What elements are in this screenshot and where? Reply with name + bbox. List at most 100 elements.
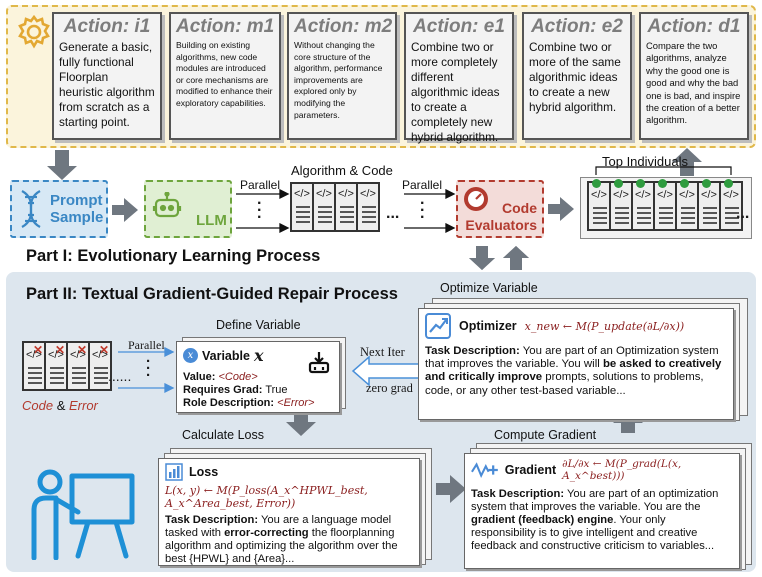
action-card-m1: Action: m1 Building on existing algorith…: [169, 12, 281, 140]
code-file-icon: </>: [356, 182, 380, 232]
gradient-formula: ∂L/∂x ← M(P_grad(L(x, A_x^best))): [562, 458, 682, 482]
compute-gradient-label: Compute Gradient: [494, 428, 597, 442]
action-text: Building on existing algorithms, new cod…: [176, 40, 273, 108]
loss-formula: L(x, y) ← M(P_loss(A_x^HPWL_best, A_x^Ar…: [165, 484, 368, 510]
part2-title: Part II: Textual Gradient-Guided Repair …: [26, 285, 398, 303]
ellipsis: ......: [108, 368, 132, 384]
action-text: Combine two or more of the same algorith…: [529, 40, 621, 114]
amp-caption: &: [56, 398, 66, 413]
define-variable-label: Define Variable: [216, 318, 301, 332]
optimizer-head: Optimizer: [459, 319, 517, 333]
optimizer-task-bold: be asked to creatively and critically im…: [425, 358, 722, 384]
dna-icon: [21, 190, 41, 228]
action-card-i1: Action: i1 Generate a basic, fully funct…: [52, 12, 162, 140]
gradient-task-label: Task Description:: [471, 488, 565, 500]
vertical-ellipsis: ···: [146, 353, 151, 384]
variable-sym: x: [253, 346, 264, 365]
top-individuals-label: Top Individuals: [602, 154, 688, 169]
action-card-e1: Action: e1 Combine two or more completel…: [404, 12, 514, 144]
part1-title: Part I: Evolutionary Learning Process: [26, 247, 321, 265]
code-evaluators-box: Code Evaluators: [456, 180, 544, 238]
role-label: Role Description:: [183, 397, 275, 409]
code-file-icon: </>: [631, 179, 655, 231]
gauge-icon: [464, 187, 488, 211]
action-title: Action: d1: [647, 16, 741, 37]
loss-head: Loss: [189, 465, 219, 479]
action-title: Action: e2: [531, 16, 623, 37]
variable-head: Variable: [202, 348, 250, 363]
code-error-file-icon: ✕</>: [44, 341, 68, 391]
action-title: Action: m2: [294, 16, 393, 37]
requires-grad-label: Requires Grad:: [183, 384, 263, 396]
requires-grad-val: True: [265, 384, 288, 396]
calculate-loss-label: Calculate Loss: [182, 428, 264, 442]
action-card-d1: Action: d1 Compare the two algorithms, a…: [639, 12, 749, 140]
robot-icon: [152, 192, 182, 218]
gradient-card: Gradient ∂L/∂x ← M(P_grad(L(x, A_x^best)…: [464, 453, 740, 569]
action-title: Action: i1: [63, 16, 151, 37]
loss-task-2: the floorplanning algorithm and optimizi…: [165, 527, 398, 565]
code-error-stack: ✕</> ✕</> ✕</> ✕</>: [22, 341, 112, 391]
gradient-task-1: You are part of an optimization system t…: [471, 488, 719, 513]
action-text: Compare the two algorithms, analyze why …: [646, 40, 741, 126]
loss-task-label: Task Description:: [165, 514, 259, 526]
code-error-file-icon: ✕</>: [66, 341, 90, 391]
next-iter-label: Next Iter: [360, 345, 405, 359]
gradient-head: Gradient: [504, 463, 557, 477]
code-error-file-icon: ✕</>: [88, 341, 112, 391]
vertical-ellipsis: ···: [420, 195, 426, 226]
chart-up-icon: [425, 313, 451, 339]
optimizer-formula: x_new ← M(P_update(∂L/∂x)): [524, 319, 685, 333]
gradient-task-bold: gradient (feedback) engine: [471, 514, 614, 526]
optimizer-task-label: Task Description:: [425, 345, 520, 357]
presenter-icon: [31, 469, 135, 560]
algorithm-code-stack: </> </> </> </>: [290, 182, 380, 232]
algorithm-code-label: Algorithm & Code: [291, 163, 393, 178]
parallel-label: Parallel: [402, 178, 443, 192]
gradient-task-2: . Your only responsibility is to give in…: [471, 514, 715, 552]
prompt-sample-box: Prompt Sample: [10, 180, 108, 238]
bar-chart-icon: [165, 463, 183, 481]
llm-box: LLM: [144, 180, 232, 238]
top-individuals-stack: </> </> </> </> </> </> </>: [587, 179, 743, 231]
llm-label: LLM: [196, 211, 227, 229]
vertical-ellipsis: ···: [257, 195, 263, 226]
prompt-sample-label: Sample: [50, 209, 104, 226]
code-file-icon: </>: [719, 179, 743, 231]
loss-task-bold: error-correcting: [224, 527, 309, 539]
value-label: Value:: [183, 371, 216, 383]
action-title: Action: e1: [413, 16, 505, 37]
loss-card: Loss L(x, y) ← M(P_loss(A_x^HPWL_best, A…: [158, 458, 420, 566]
optimizer-task-2: prompts, solutions to problems, code, or…: [425, 371, 704, 397]
code-file-icon: </>: [290, 182, 314, 232]
variable-icon: x: [183, 348, 198, 363]
gradient-wave-icon: [471, 462, 498, 478]
action-text: Without changing the core structure of t…: [294, 40, 383, 120]
parallel-label: Parallel: [128, 338, 165, 352]
zero-grad-label: zero grad: [366, 381, 413, 395]
prompt-sample-label: Prompt: [50, 192, 103, 209]
action-card-e2: Action: e2 Combine two or more of the sa…: [522, 12, 632, 140]
optimize-variable-label: Optimize Variable: [440, 281, 538, 295]
loss-task-1: You are a language model tasked with: [165, 514, 392, 539]
parallel-label: Parallel: [240, 178, 281, 192]
code-error-caption: Code & Error: [22, 398, 98, 413]
code-evaluators-label: Code: [502, 200, 537, 216]
ellipsis: ...: [736, 205, 750, 222]
optimizer-task-1: You are part of an Optimization system t…: [425, 345, 719, 371]
code-error-file-icon: ✕</>: [22, 341, 46, 391]
action-card-m2: Action: m2 Without changing the core str…: [287, 12, 397, 140]
value-val: <Code>: [218, 371, 258, 383]
code-evaluators-label: Evaluators: [465, 217, 537, 233]
optimizer-card: Optimizer x_new ← M(P_update(∂L/∂x)) Tas…: [418, 308, 734, 420]
error-caption: Error: [69, 398, 98, 413]
gear-icon: [16, 14, 52, 50]
code-caption: Code: [22, 398, 54, 413]
variable-card: x Variable x Value: <Code> Requires Grad…: [176, 341, 340, 413]
action-text: Generate a basic, fully functional Floor…: [59, 40, 155, 129]
action-title: Action: m1: [176, 16, 275, 37]
role-val: <Error>: [277, 397, 315, 409]
ellipsis: ...: [386, 205, 400, 222]
action-text: Combine two or more completely different…: [411, 40, 500, 144]
